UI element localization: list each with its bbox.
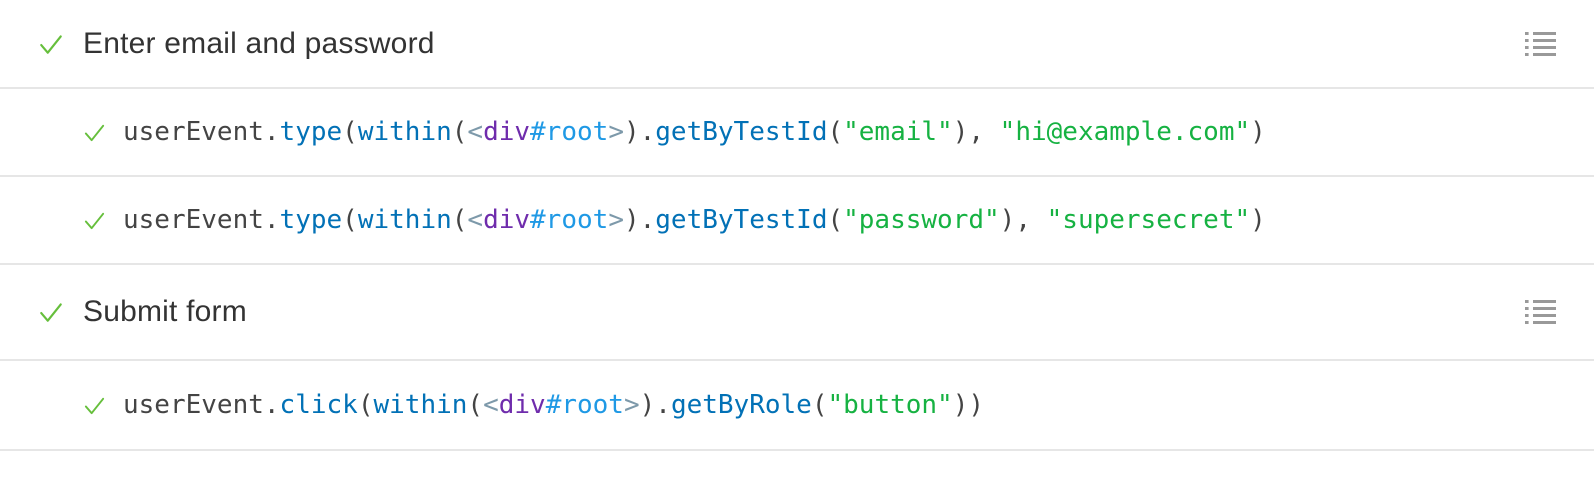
method-call-code: userEvent.click(within(<div#root>).getBy…: [123, 390, 985, 420]
check-passed-icon: [84, 397, 105, 414]
interaction-group-row[interactable]: Submit form: [0, 265, 1594, 361]
check-passed-icon: [40, 303, 62, 322]
group-steps-button[interactable]: [1524, 31, 1557, 57]
list-unordered-icon: [1525, 300, 1556, 324]
interaction-group-row[interactable]: Enter email and password: [0, 0, 1594, 89]
method-call-code: userEvent.type(within(<div#root>).getByT…: [123, 117, 1266, 147]
check-passed-icon: [84, 212, 105, 229]
group-steps-button[interactable]: [1524, 299, 1557, 325]
interaction-step-row[interactable]: userEvent.type(within(<div#root>).getByT…: [0, 177, 1594, 265]
method-call-code: userEvent.type(within(<div#root>).getByT…: [123, 205, 1266, 235]
group-label: Submit form: [83, 295, 247, 328]
list-unordered-icon: [1525, 31, 1556, 56]
group-label: Enter email and password: [83, 26, 435, 60]
interaction-step-row[interactable]: userEvent.type(within(<div#root>).getByT…: [0, 89, 1594, 177]
interaction-step-row[interactable]: userEvent.click(within(<div#root>).getBy…: [0, 361, 1594, 451]
check-passed-icon: [40, 34, 62, 54]
check-passed-icon: [84, 124, 105, 141]
